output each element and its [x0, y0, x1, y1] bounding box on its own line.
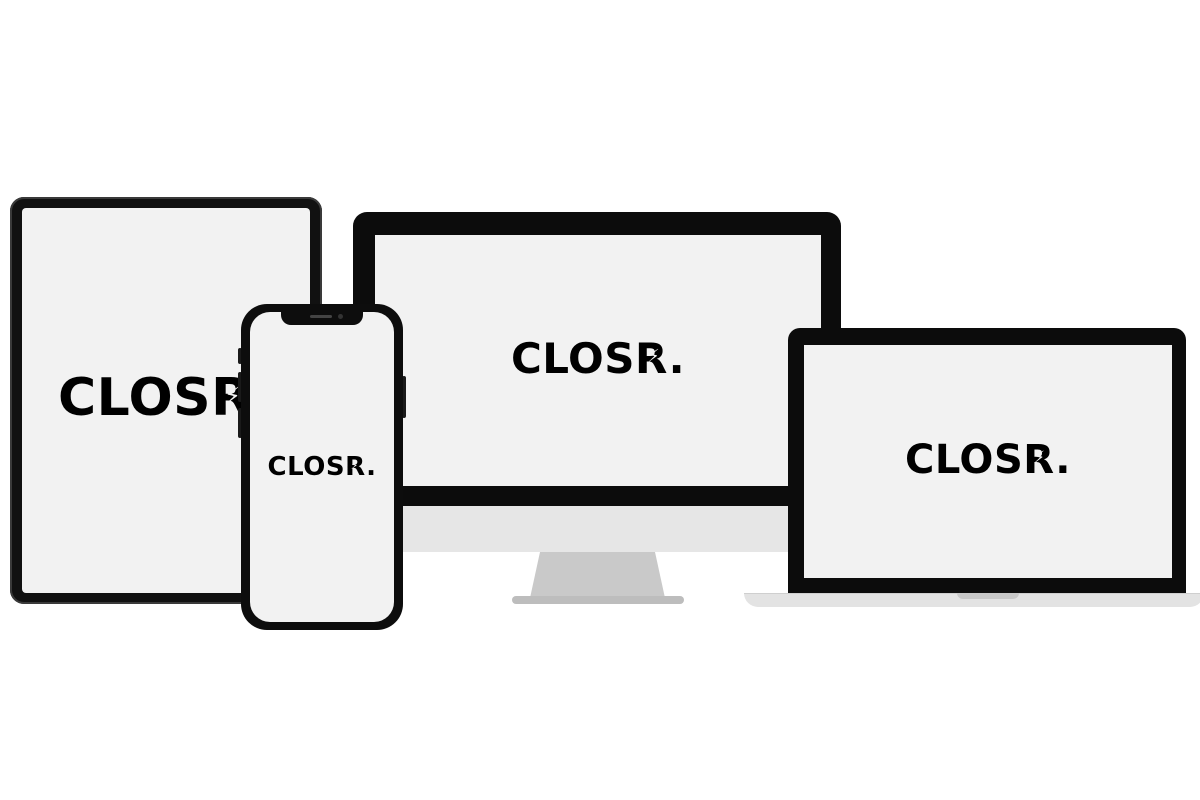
laptop-logo-text: CLOSR.: [905, 437, 1071, 483]
laptop-logo: CLOSR. ⚡: [804, 437, 1172, 483]
phone-volume-up: [238, 372, 242, 402]
phone-mute-switch: [238, 348, 242, 364]
phone-camera: [338, 314, 343, 319]
phone-logo-text: CLOSR.: [267, 452, 377, 482]
monitor-chin: [353, 506, 841, 552]
laptop-screen: CLOSR. ⚡: [804, 345, 1172, 578]
phone-logo: CLOSR. ⚡: [250, 452, 394, 482]
phone-side-button: [402, 376, 406, 418]
phone-screen: CLOSR. ⚡: [250, 312, 394, 622]
lightning-bolt-icon: ⚡: [350, 459, 359, 472]
laptop-notch: [957, 593, 1019, 599]
lightning-bolt-icon: ⚡: [224, 382, 242, 410]
monitor-logo: CLOSR. ⚡: [375, 335, 821, 383]
tablet-logo-text: CLOSR.: [58, 368, 273, 428]
monitor-screen: CLOSR. ⚡: [375, 235, 821, 486]
phone-speaker: [310, 315, 332, 318]
tablet-logo: CLOSR. ⚡: [58, 368, 273, 428]
phone-volume-down: [238, 408, 242, 438]
lightning-bolt-icon: ⚡: [646, 346, 661, 367]
lightning-bolt-icon: ⚡: [1033, 448, 1046, 468]
monitor-logo-text: CLOSR.: [510, 334, 686, 383]
